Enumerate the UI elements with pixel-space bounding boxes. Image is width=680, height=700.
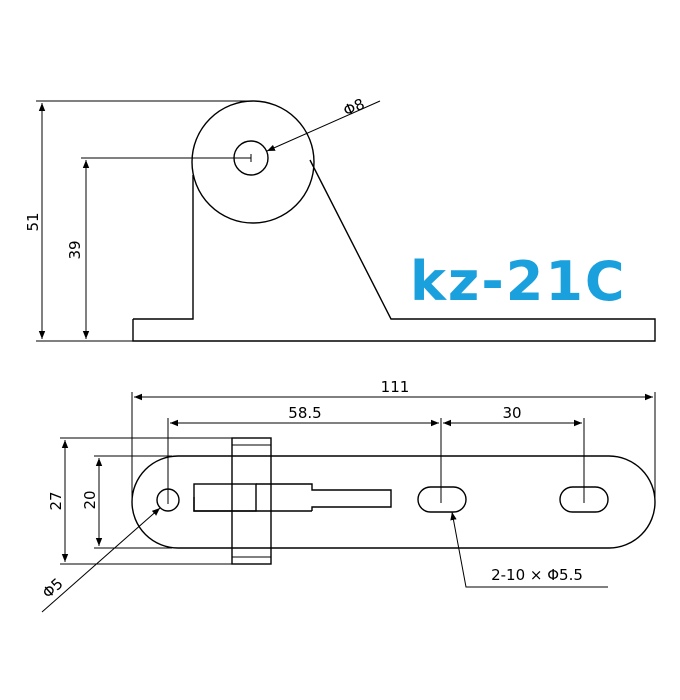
boss-cylinder bbox=[231, 437, 272, 565]
rib-extension bbox=[193, 483, 392, 512]
side-view: 51 39 Φ8 kz-21C bbox=[24, 95, 656, 342]
slots-label: 2-10 × Φ5.5 bbox=[491, 566, 583, 584]
dim-27-label: 27 bbox=[47, 491, 65, 510]
dim-30-label: 30 bbox=[502, 404, 521, 422]
dim-58-label: 58.5 bbox=[288, 404, 321, 422]
boss-circle bbox=[191, 100, 315, 224]
phi5-leader bbox=[41, 507, 161, 613]
slots-leader bbox=[450, 511, 608, 588]
model-number: kz-21C bbox=[410, 250, 627, 313]
base-plate bbox=[132, 159, 656, 342]
dim-20-label: 20 bbox=[81, 490, 99, 509]
phi8-leader bbox=[266, 100, 381, 152]
dim-111-label: 111 bbox=[381, 378, 410, 396]
dim-51-label: 51 bbox=[24, 212, 42, 231]
rib bbox=[193, 483, 257, 512]
slot-1 bbox=[417, 486, 467, 513]
top-view: 111 58.5 30 27 20 Φ5 2-10 × Φ5.5 bbox=[39, 378, 656, 613]
top-plate bbox=[131, 455, 656, 549]
dim-39-label: 39 bbox=[66, 240, 84, 259]
phi5-label: Φ5 bbox=[39, 574, 67, 602]
